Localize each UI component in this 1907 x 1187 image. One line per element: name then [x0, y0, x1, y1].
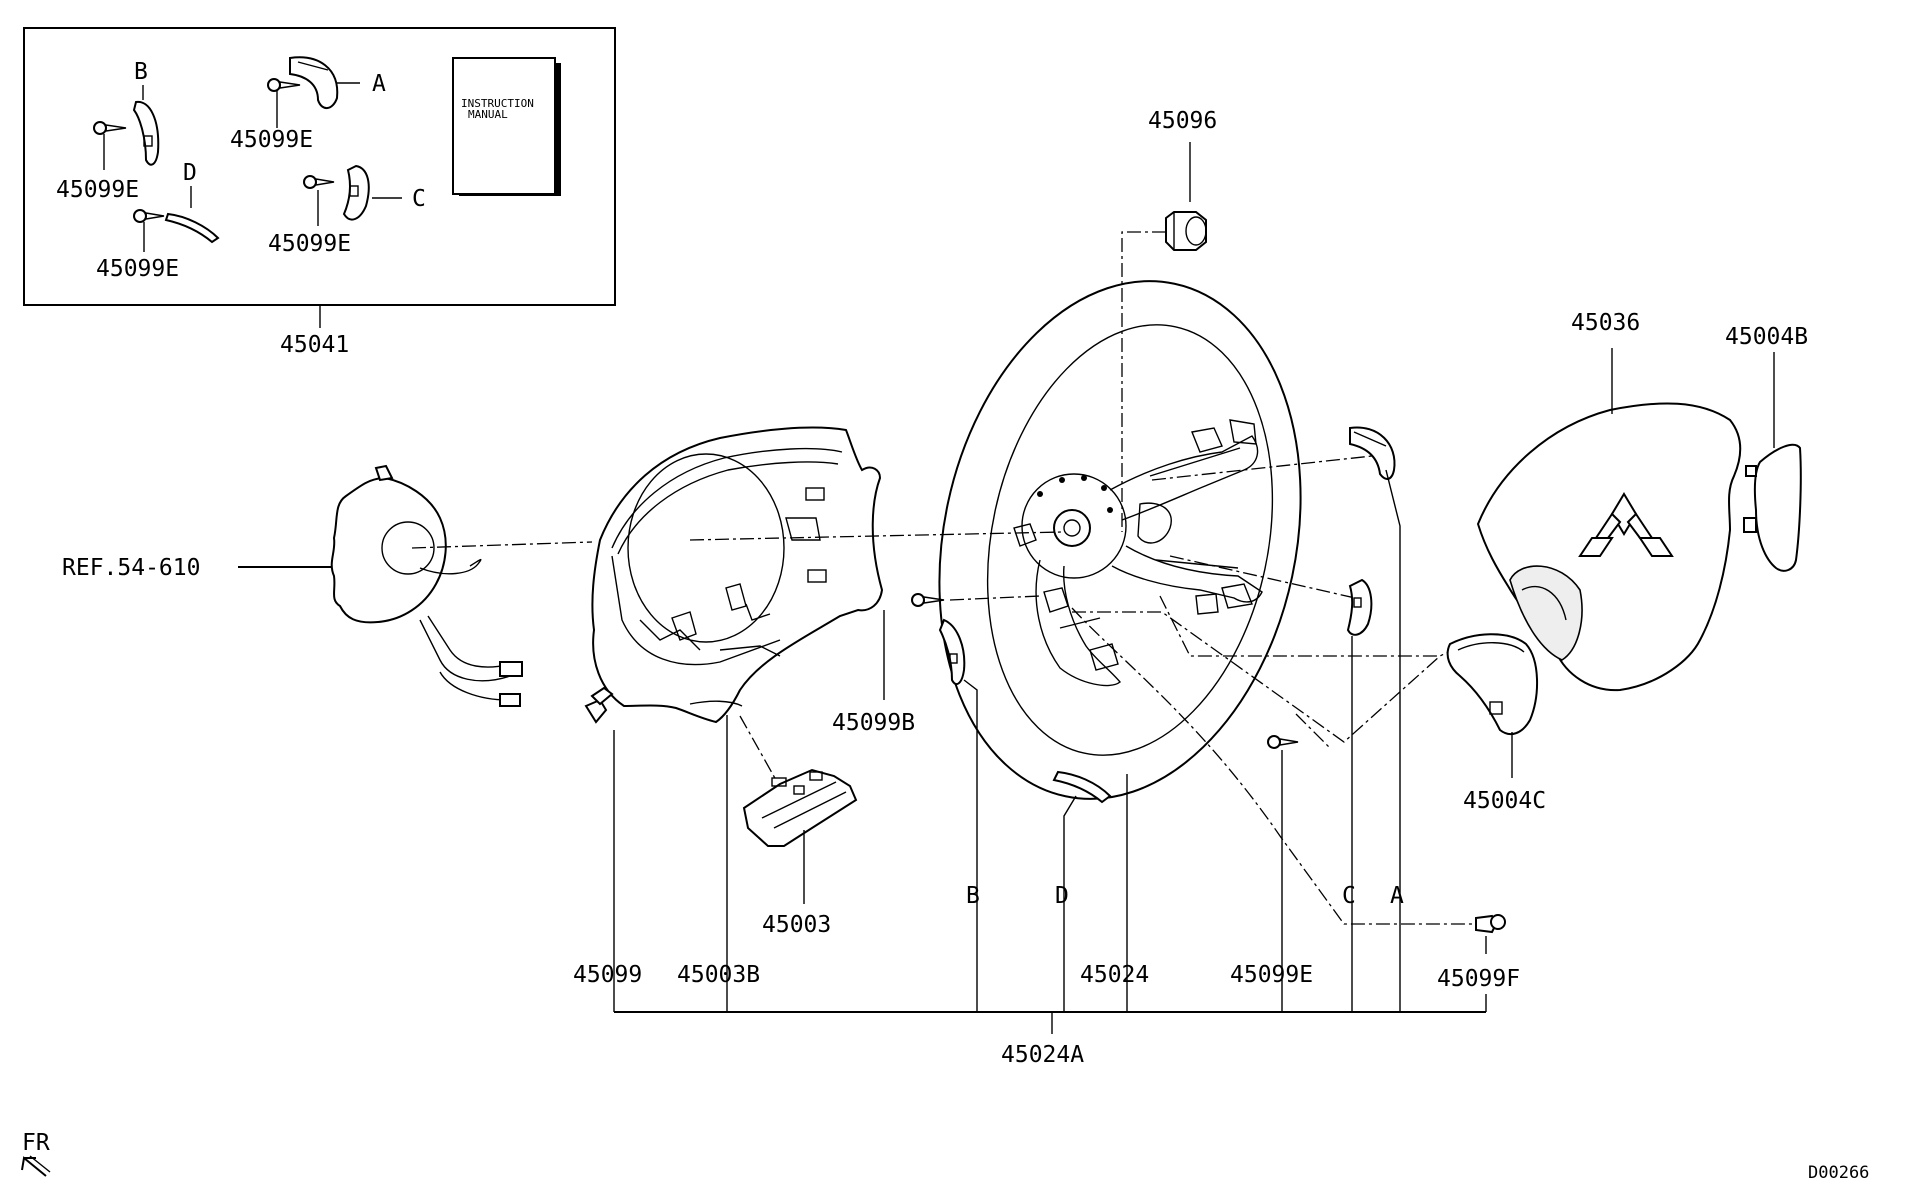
label-45004c: 45004C: [1463, 788, 1546, 814]
kit-screw-b[interactable]: [93, 121, 127, 135]
kit-screw-a[interactable]: [267, 78, 301, 92]
kit-cover-c[interactable]: [342, 164, 370, 221]
label-ref-54-610: REF.54-610: [62, 555, 200, 581]
label-letter-c: C: [1342, 883, 1356, 909]
label-45096: 45096: [1148, 108, 1217, 134]
cover-d[interactable]: [1052, 770, 1112, 804]
front-arrow-icon: [21, 1155, 51, 1177]
label-45003: 45003: [762, 912, 831, 938]
cover-c[interactable]: [1346, 578, 1373, 636]
nut-45096[interactable]: [1165, 211, 1207, 251]
kit-label-screw-c: 45099E: [268, 231, 351, 257]
cover-a[interactable]: [1349, 426, 1396, 480]
assembly-bracket-45024a: [614, 872, 1486, 1034]
kit-screw-c[interactable]: [303, 175, 335, 189]
switch-45004c[interactable]: [1446, 633, 1538, 736]
label-45024a: 45024A: [1001, 1042, 1084, 1068]
label-45099b: 45099B: [832, 710, 915, 736]
label-45041: 45041: [280, 332, 349, 358]
instruction-manual[interactable]: INSTRUCTION MANUAL: [452, 57, 561, 196]
kit-letter-c: C: [412, 186, 426, 212]
kit-box: INSTRUCTION MANUAL A 45099E B 45099E: [23, 27, 616, 358]
kit-letter-a: A: [372, 71, 386, 97]
airbag-module-45036[interactable]: [1476, 402, 1742, 692]
kit-screw-d[interactable]: [133, 209, 165, 223]
label-45004b: 45004B: [1725, 324, 1808, 350]
screw-45099e[interactable]: [1267, 735, 1299, 749]
label-45036: 45036: [1571, 310, 1640, 336]
label-letter-a: A: [1390, 883, 1404, 909]
kit-label-screw-d: 45099E: [96, 256, 179, 282]
lower-cover-45003b[interactable]: [591, 426, 884, 724]
kit-label-screw-a: 45099E: [230, 127, 313, 153]
label-letter-d: D: [1055, 883, 1069, 909]
fr-direction-marker: FR: [21, 1130, 51, 1177]
switch-45004b[interactable]: [1743, 443, 1802, 572]
kit-letter-d: D: [183, 160, 197, 186]
label-45099e: 45099E: [1230, 962, 1313, 988]
label-45024: 45024: [1080, 962, 1149, 988]
manual-label-line2: MANUAL: [468, 108, 508, 121]
label-45099f: 45099F: [1437, 966, 1520, 992]
fr-label: FR: [22, 1130, 50, 1156]
small-cover-45003[interactable]: [742, 768, 858, 847]
label-45099: 45099: [573, 962, 642, 988]
cover-b[interactable]: [938, 618, 966, 686]
screw-45099[interactable]: [584, 686, 614, 724]
steering-wheel-45024[interactable]: [893, 247, 1346, 833]
clock-spring[interactable]: [330, 464, 523, 707]
kit-cover-a[interactable]: [289, 56, 339, 109]
label-letter-b: B: [966, 883, 980, 909]
screw-45099f[interactable]: [1475, 914, 1506, 934]
manual-label-line1: INSTRUCTION: [461, 97, 534, 110]
diagram-code: D00266: [1808, 1163, 1869, 1183]
kit-cover-d[interactable]: [164, 212, 220, 244]
kit-label-screw-b: 45099E: [56, 177, 139, 203]
screw-45099b[interactable]: [911, 593, 945, 607]
kit-cover-b[interactable]: [132, 100, 160, 166]
kit-letter-b: B: [134, 59, 148, 85]
label-45003b: 45003B: [677, 962, 760, 988]
